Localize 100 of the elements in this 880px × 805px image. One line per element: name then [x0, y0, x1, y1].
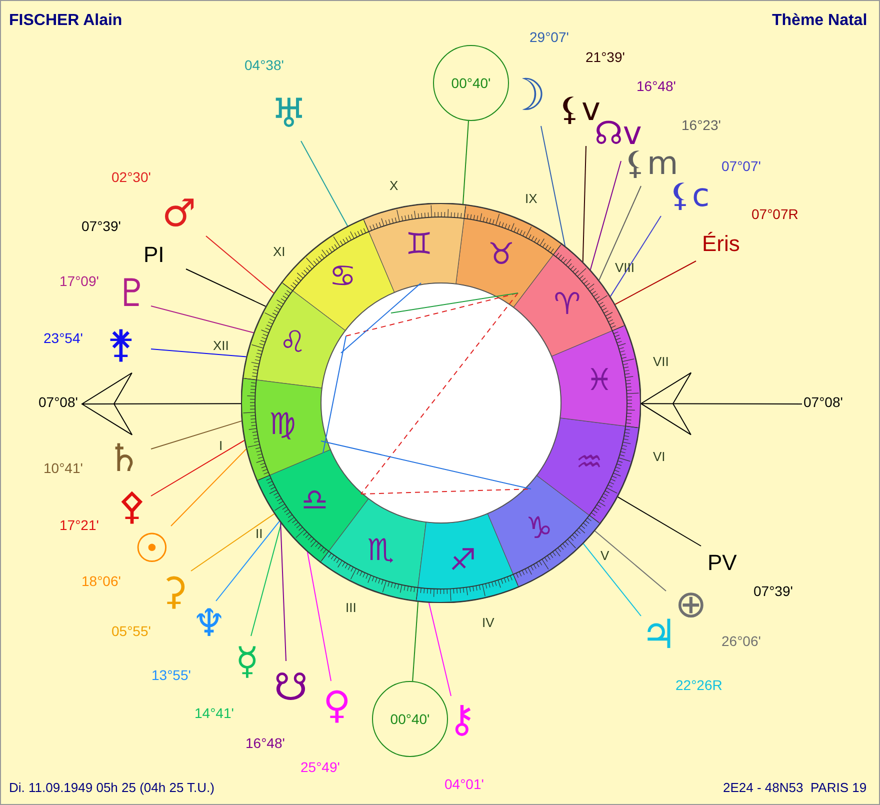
zodiac-sign-glyph: ♍ [269, 410, 296, 440]
house-number: I [219, 438, 223, 452]
leader-line [190, 513, 275, 572]
planet-glyph: ⚳ [160, 572, 188, 610]
planet-glyph: ⊕ [675, 585, 707, 623]
angle-circle [433, 45, 509, 121]
planet-glyph: ♄ [107, 439, 142, 477]
planet-glyph: ♂ [162, 194, 196, 232]
degree-label: 26°06' [722, 634, 761, 648]
degree-label: 29°07' [530, 30, 569, 44]
zodiac-sign-glyph: ♎ [301, 486, 328, 516]
degree-label: 07°08' [38, 394, 78, 410]
zodiac-sign-glyph: ♓ [586, 366, 613, 396]
house-number: XI [273, 244, 286, 258]
chart-title: Thème Natal [772, 13, 868, 29]
leader-line [582, 146, 586, 263]
degree-label: 07°07' [722, 159, 761, 173]
degree-label: 16°48' [246, 736, 285, 750]
leader-line [614, 260, 696, 305]
planet-glyph: ♇ [115, 274, 150, 312]
zodiac-sign-glyph: ♊ [406, 230, 432, 260]
leader-line [206, 236, 274, 294]
planet-glyph: ☿ [236, 642, 259, 680]
planet-glyph: ♆ [192, 604, 226, 642]
degree-label: 17°21' [60, 518, 99, 532]
degree-label: 17°09' [60, 274, 99, 288]
leader-line [598, 186, 642, 281]
angle-arrow [640, 372, 802, 436]
planet-glyph: ♅ [271, 94, 307, 134]
house-number: II [256, 526, 263, 540]
house-number: VII [653, 354, 669, 368]
leader-line [150, 348, 247, 358]
zodiac-sign-glyph: ♈ [554, 290, 581, 320]
degree-label: 07°39' [754, 584, 793, 598]
degree-label: 16°23' [682, 118, 721, 132]
degree-label: 21°39' [586, 50, 625, 64]
zodiac-sign-glyph: ♏ [367, 536, 394, 566]
planet-glyph: ☽ [506, 74, 546, 118]
degree-label: 23°54' [44, 331, 83, 345]
leader-line [150, 306, 254, 334]
planet-glyph: ⚸c [668, 179, 710, 211]
degree-label: 22°26R [676, 678, 722, 692]
leader-line [150, 440, 246, 496]
leader-line [617, 496, 702, 546]
degree-label: 07°39' [82, 219, 121, 233]
house-number: VI [653, 450, 666, 462]
leader-line [300, 140, 348, 227]
leader-line [540, 126, 566, 247]
leader-line [170, 448, 247, 526]
planet-glyph: ☉ [134, 529, 170, 569]
house-number: IV [482, 616, 494, 628]
house-number: IX [525, 192, 538, 204]
degree-label: 07°08' [804, 394, 843, 410]
planet-glyph: ⚸m [624, 147, 678, 179]
angle-circle [372, 681, 448, 757]
leader-line [582, 543, 642, 616]
degree-label: 05°55' [112, 624, 151, 638]
zodiac-sign-glyph: ♒ [576, 448, 603, 478]
degree-label: 04°38' [244, 58, 284, 72]
degree-label: 02°30' [112, 170, 151, 184]
leader-line [428, 602, 452, 696]
zodiac-wheel [241, 203, 641, 603]
point-label: PV [708, 552, 737, 574]
leader-line [594, 530, 666, 592]
planet-glyph: ⚴ [118, 487, 146, 525]
leader-line [610, 216, 662, 298]
house-number: III [346, 600, 356, 614]
degree-label: 00°40' [451, 76, 491, 90]
house-number: XII [213, 338, 229, 352]
location-coordinates: 2E24 - 48N53 PARIS 19 [723, 780, 867, 794]
leader-line [186, 268, 266, 307]
angle-arrow [82, 372, 242, 436]
degree-label: 16°48' [636, 79, 676, 93]
leader-line [250, 522, 282, 636]
axis-line [462, 120, 469, 205]
person-name: FISCHER Alain [9, 13, 122, 29]
house-number: V [600, 548, 610, 562]
leader-line [306, 551, 332, 682]
degree-label: 10°41' [44, 461, 83, 475]
zodiac-sign-glyph: ♌ [279, 328, 306, 358]
point-label: PI [144, 244, 164, 266]
zodiac-sign-glyph: ♑ [526, 514, 553, 544]
degree-label: 18°06' [82, 574, 121, 588]
birth-date: Di. 11.09.1949 05h 25 (04h 25 T.U.) [9, 780, 214, 794]
degree-label: 04°01' [444, 777, 484, 791]
degree-label: 07°07R [752, 207, 798, 221]
zodiac-sign-glyph: ♐ [449, 546, 476, 576]
planet-glyph: ♀ [323, 686, 351, 724]
leader-line [150, 420, 242, 450]
axis-line [412, 601, 419, 682]
house-number: X [390, 178, 398, 192]
planet-glyph: ☋ [274, 668, 308, 706]
degree-label: 13°55' [152, 668, 191, 682]
leader-line [590, 160, 622, 270]
zodiac-sign-glyph: ♉ [488, 240, 515, 270]
planet-glyph: ♃ [641, 615, 677, 655]
planet-glyph: ⚵ [107, 325, 135, 363]
leader-line [280, 522, 286, 662]
leader-line [216, 520, 280, 602]
degree-label: 14°41' [194, 706, 234, 720]
